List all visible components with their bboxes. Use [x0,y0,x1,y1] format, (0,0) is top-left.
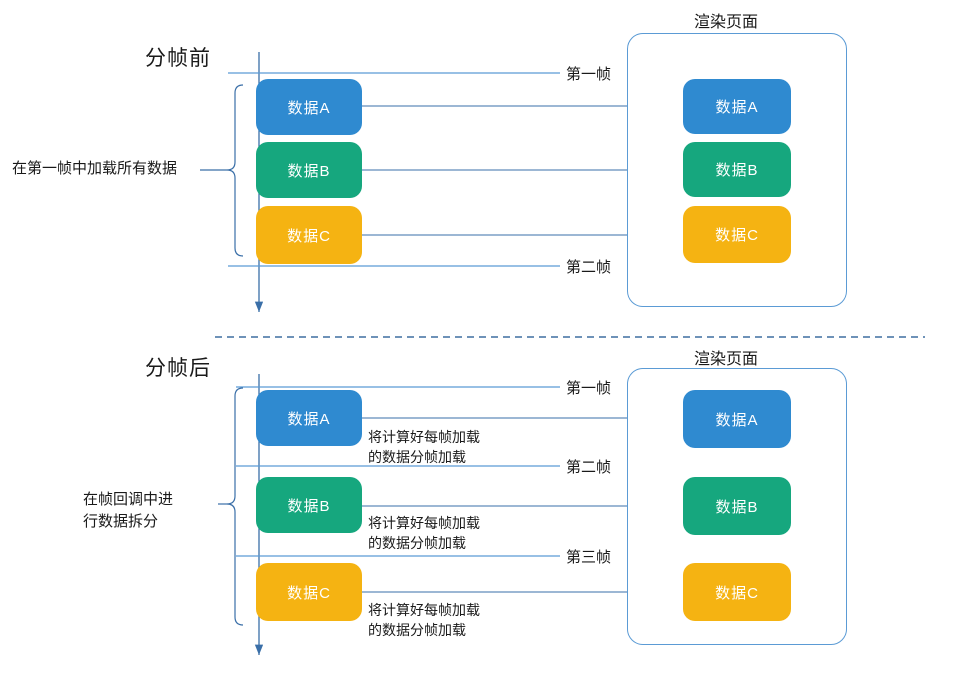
source-box-after-c[interactable]: 数据C [256,563,362,621]
render-box-before-a-label: 数据A [715,99,759,116]
frame-label-after-1: 第一帧 [566,380,612,397]
source-box-after-b[interactable]: 数据B [256,477,362,533]
render-box-before-c-label: 数据C [715,227,759,244]
source-box-before-a-label: 数据A [287,99,331,117]
side-note-before: 在第一帧中加载所有数据 [12,160,178,177]
render-page-title-after: 渲染页面 [694,351,759,368]
frame-label-after-2: 第二帧 [566,459,612,476]
render-box-after-b-label: 数据B [715,498,759,516]
source-box-before-b[interactable]: 数据B [256,142,362,198]
source-box-before-a[interactable]: 数据A [256,79,362,135]
section-title-after: 分帧后 [145,357,211,380]
render-page-title-before: 渲染页面 [694,14,759,31]
render-box-before-b[interactable]: 数据B [683,142,791,197]
source-box-after-c-label: 数据C [287,584,331,602]
side-note-after: 在帧回调中进 行数据拆分 [83,491,174,530]
source-box-after-a[interactable]: 数据A [256,390,362,446]
source-box-before-c-label: 数据C [287,227,331,245]
source-box-after-a-label: 数据A [287,410,331,428]
source-box-before-b-label: 数据B [287,162,331,180]
render-box-after-a[interactable]: 数据A [683,390,791,448]
inline-note-after-3: 将计算好每帧加载 的数据分帧加载 [368,602,480,639]
frame-label-before-2: 第二帧 [566,259,612,276]
render-box-before-a[interactable]: 数据A [683,79,791,134]
render-box-before-c[interactable]: 数据C [683,206,791,263]
render-box-after-c[interactable]: 数据C [683,563,791,621]
render-box-after-b[interactable]: 数据B [683,477,791,535]
frame-label-before-1: 第一帧 [566,66,612,83]
render-box-before-b-label: 数据B [715,162,759,179]
frame-label-after-3: 第三帧 [566,549,612,566]
render-box-after-c-label: 数据C [715,584,759,602]
render-box-after-a-label: 数据A [715,411,759,429]
section-title-before: 分帧前 [145,47,211,70]
inline-note-after-1: 将计算好每帧加载 的数据分帧加载 [368,429,480,466]
inline-note-after-2: 将计算好每帧加载 的数据分帧加载 [368,515,480,552]
source-box-before-c[interactable]: 数据C [256,206,362,264]
source-box-after-b-label: 数据B [287,497,331,515]
